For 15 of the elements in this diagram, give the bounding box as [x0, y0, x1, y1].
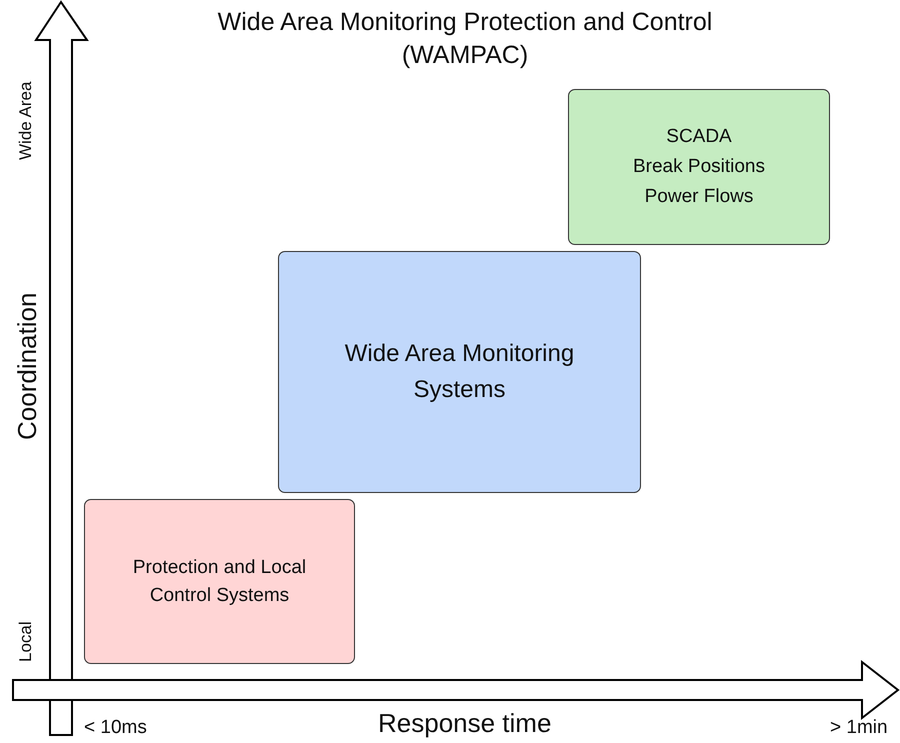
axis-tick-label: Wide Area: [17, 82, 34, 160]
box-text: Wide Area Monitoring Systems: [344, 339, 576, 405]
category-box: [84, 499, 355, 664]
category-box: [278, 251, 641, 493]
axis-title: Response time: [378, 710, 552, 736]
axis-tick-label: Local: [17, 621, 34, 662]
diagram-title: Wide Area Monitoring Protection and Control (WAMPAC): [216, 7, 714, 71]
box-text: SCADA: [666, 125, 732, 149]
axis-tick-label: > 1min: [830, 718, 888, 737]
box-text: Power Flows: [644, 185, 754, 209]
axis-title: Coordination: [14, 292, 40, 440]
category-box: [568, 89, 830, 245]
box-text: Protection and Local Control Systems: [132, 556, 308, 608]
box-text: Break Positions: [632, 155, 765, 179]
axis-tick-label: < 10ms: [84, 718, 147, 737]
